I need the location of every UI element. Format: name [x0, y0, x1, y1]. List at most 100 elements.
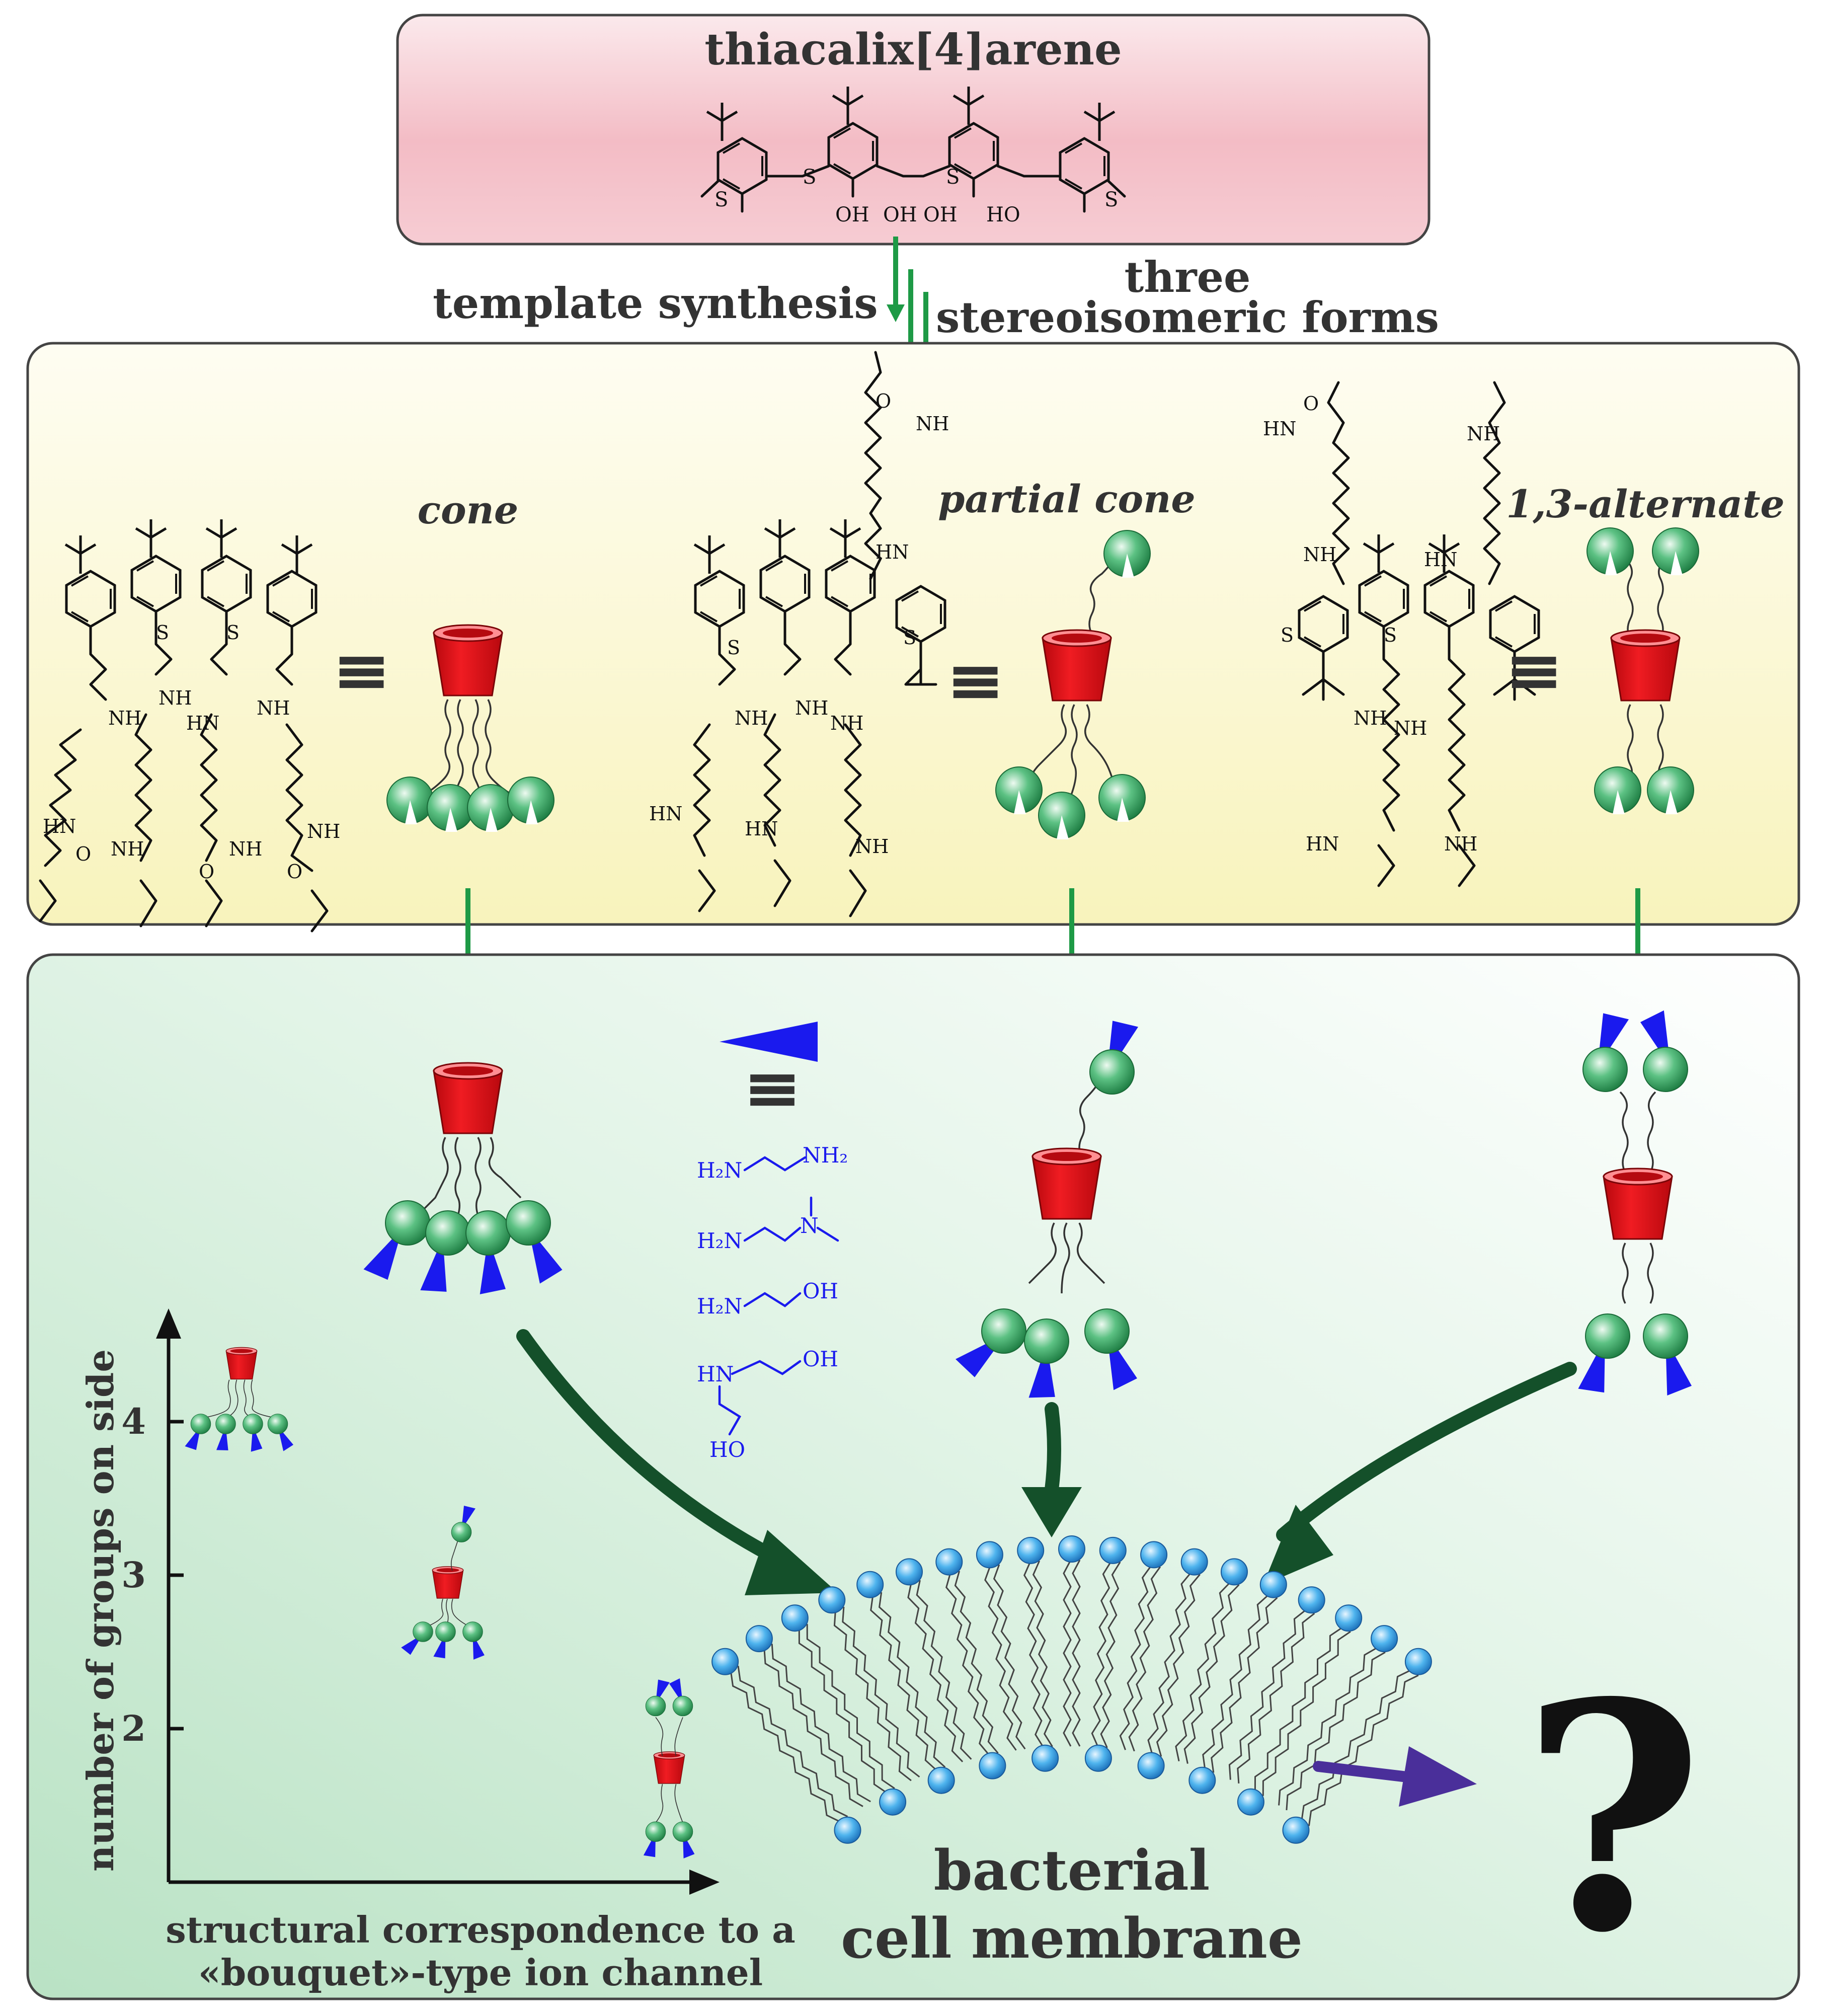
svg-text:O: O — [287, 861, 302, 883]
svg-text:O: O — [876, 390, 891, 412]
lipid-tail — [763, 1648, 863, 1807]
membrane-label-line1: bacterial — [934, 1838, 1210, 1903]
lipid-head-outer — [818, 1586, 846, 1614]
svg-text:NH: NH — [1303, 544, 1336, 566]
graph: 234 number of groups on side structural … — [79, 1308, 796, 1994]
lipid-tail — [993, 1564, 1026, 1750]
lipid-head-outer — [1221, 1558, 1248, 1586]
curved-arrows — [516, 1329, 1577, 1572]
svg-text:HO: HO — [709, 1437, 745, 1462]
lipid-tail — [730, 1671, 841, 1823]
lipid-tail — [1286, 1651, 1386, 1811]
svg-text:NH: NH — [735, 707, 768, 729]
lipid-tail — [798, 1628, 887, 1794]
svg-text:S: S — [226, 622, 240, 644]
svg-text:NH: NH — [1354, 707, 1387, 729]
lipid-tail — [1228, 1609, 1307, 1780]
svg-text:O: O — [1303, 393, 1319, 415]
svg-text:OH: OH — [803, 1347, 838, 1371]
lipid-head-outer — [1058, 1535, 1085, 1563]
wedge-icon — [720, 1022, 818, 1062]
lipid-head-inner — [1282, 1816, 1310, 1844]
svg-text:OH: OH — [835, 203, 869, 226]
lipid-head-inner — [879, 1788, 907, 1816]
svg-text:HN: HN — [43, 815, 76, 837]
cone-cartoon — [386, 624, 554, 832]
thiacalixarene-labels: S S S S OH OH OH HO — [714, 166, 1118, 226]
lipid-tail — [984, 1565, 1017, 1751]
svg-text:HN: HN — [745, 818, 778, 840]
lipid-head-outer — [711, 1648, 739, 1675]
lipid-tail — [945, 1573, 990, 1756]
thiacalixarene-title: thiacalix[4]arene — [704, 24, 1122, 75]
svg-text:NH: NH — [111, 838, 144, 860]
top-panel — [396, 14, 1431, 246]
y-axis-arrowhead — [156, 1308, 181, 1339]
alternate-functionalized — [1578, 1010, 1693, 1395]
lipid-tail — [1128, 1566, 1161, 1752]
cone-structure-labels: NH NH HN NH HN NH NH NH O O O S S — [43, 622, 340, 883]
graph-point-1-3-alternate — [643, 1678, 695, 1858]
lipid-tail — [1175, 1581, 1231, 1762]
lipid-tail — [1032, 1561, 1053, 1747]
lipid-tail — [1262, 1631, 1351, 1796]
alternate-structure — [1299, 381, 1539, 887]
lipid-tail — [1211, 1597, 1278, 1773]
x-axis-arrowhead — [689, 1870, 720, 1895]
svg-text:NH: NH — [916, 413, 949, 435]
lipid-head-outer — [1180, 1548, 1208, 1576]
lipid-tail — [1202, 1594, 1269, 1770]
svg-text:NH: NH — [830, 712, 863, 734]
lipid-head-inner — [1084, 1744, 1112, 1772]
curved-arrowheads — [745, 1487, 1333, 1595]
svg-text:OH: OH — [883, 203, 917, 226]
lipid-tail — [954, 1571, 999, 1754]
lipid-tail — [879, 1592, 946, 1768]
svg-text:S: S — [156, 622, 169, 644]
lipid-tail — [771, 1644, 871, 1803]
cone-functionalized — [363, 1062, 564, 1295]
svg-text:O: O — [199, 861, 214, 883]
lipid-tail — [1023, 1561, 1044, 1748]
svg-text:H₂N: H₂N — [697, 1228, 742, 1253]
svg-text:O: O — [75, 843, 91, 865]
svg-text:HN: HN — [649, 803, 682, 825]
svg-text:OH: OH — [923, 203, 958, 226]
svg-text:NH: NH — [1444, 833, 1477, 855]
lipid-head-outer — [745, 1625, 773, 1653]
lipid-tail — [842, 1606, 920, 1778]
svg-text:HO: HO — [986, 203, 1020, 226]
lipid-head-outer — [856, 1571, 884, 1598]
svg-text:NH₂: NH₂ — [803, 1143, 848, 1168]
lipid-head-outer — [1335, 1604, 1363, 1632]
lipid-head-outer — [1259, 1571, 1287, 1598]
lipid-tail — [1100, 1562, 1121, 1748]
lipid-head-outer — [1017, 1536, 1045, 1564]
stereoisomeric-forms-label: stereoisomeric forms — [936, 292, 1439, 342]
partial-cone-structure — [693, 351, 945, 917]
lipid-head-inner — [834, 1816, 861, 1844]
y-tick-label: 3 — [121, 1554, 146, 1596]
svg-text:HN: HN — [697, 1362, 734, 1386]
lipid-head-outer — [1404, 1648, 1432, 1675]
lipid-head-inner — [927, 1766, 955, 1794]
bacterial-membrane — [711, 1535, 1432, 1844]
partial-cone-cartoon — [995, 530, 1151, 840]
svg-text:S: S — [1104, 188, 1118, 211]
alternate-structure-labels: HN NH NH HN NH NH HN NH O S S — [1263, 393, 1500, 855]
svg-text:NH: NH — [108, 707, 141, 729]
svg-text:N: N — [800, 1213, 819, 1238]
svg-text:NH: NH — [1467, 423, 1500, 445]
thiacalixarene-structure — [700, 87, 1126, 213]
svg-text:HN: HN — [1306, 833, 1339, 855]
membrane-label-line2: cell membrane — [841, 1906, 1303, 1971]
cone-label: cone — [418, 488, 519, 532]
amine-equiv-symbol: ≡ — [743, 1047, 802, 1129]
lipid-head-inner — [979, 1752, 1006, 1779]
lipid-head-outer — [1099, 1536, 1127, 1564]
lipid-tail — [1147, 1572, 1192, 1755]
lipid-tail — [1091, 1561, 1112, 1748]
lipid-tail — [1301, 1669, 1411, 1821]
svg-text:OH: OH — [803, 1279, 838, 1303]
